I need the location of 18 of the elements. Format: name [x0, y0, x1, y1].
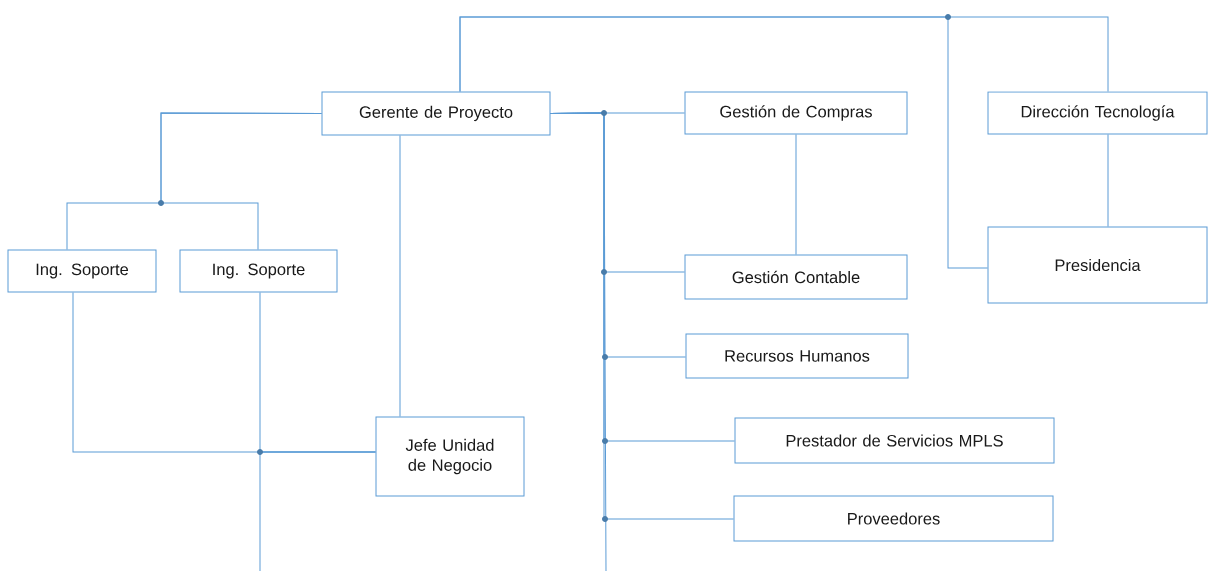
org-box: Gerente de Proyecto — [321, 91, 551, 136]
connector-line — [795, 134, 797, 255]
connector-line — [160, 112, 322, 250]
connector-line — [459, 16, 988, 269]
org-box: Gestión de Compras — [684, 91, 908, 135]
connector-line — [399, 135, 401, 417]
org-box: Recursos Humanos — [685, 333, 909, 379]
org-box: Prestador de Servicios MPLS — [734, 417, 1055, 464]
connector-line — [550, 112, 607, 571]
connector-line — [1107, 134, 1109, 227]
connector-line — [259, 451, 376, 571]
org-box: Proveedores — [733, 495, 1054, 542]
org-box: Gestión Contable — [684, 254, 908, 300]
org-box: Jefe Unidad de Negocio — [375, 416, 525, 497]
org-box: Dirección Tecnología — [987, 91, 1208, 135]
org-box: Presidencia — [987, 226, 1208, 304]
org-box: Ing. Soporte — [7, 249, 157, 293]
org-box: Ing. Soporte — [179, 249, 338, 293]
